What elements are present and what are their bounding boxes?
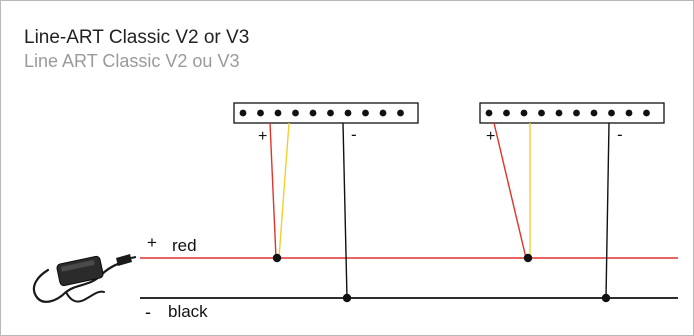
terminal-block-1-plus-label: +	[258, 128, 267, 145]
terminal-pin	[643, 109, 650, 117]
block-1-yellow-wire	[278, 122, 290, 259]
terminal-pin	[292, 109, 299, 117]
junction-dot	[342, 293, 352, 303]
terminal-pin	[503, 109, 510, 117]
terminal-block-2-plus-label: +	[486, 128, 495, 145]
terminal-pin	[538, 109, 545, 117]
terminal-pin	[327, 109, 334, 117]
block-2-red-wire	[493, 122, 527, 259]
adapter-cable-loop	[65, 290, 105, 303]
junction-dot	[601, 293, 611, 303]
terminal-pin	[309, 109, 317, 117]
terminal-pin	[608, 109, 615, 117]
terminal-pin	[520, 109, 528, 117]
adapter-plug	[116, 254, 132, 266]
block-2-black-wire	[605, 122, 610, 299]
terminal-block-2-pins	[485, 109, 650, 117]
red-rail-label: red	[172, 236, 197, 255]
terminal-pin	[590, 109, 598, 117]
terminal-pin	[257, 109, 264, 117]
adapter-plug-tip	[130, 256, 137, 259]
diagram-title: Line-ART Classic V2 or V3	[24, 27, 250, 48]
terminal-pin	[485, 109, 493, 117]
block-1-red-wire	[269, 122, 277, 259]
diagram-subtitle: Line ART Classic V2 ou V3	[24, 51, 240, 71]
terminal-block-2-body	[479, 102, 665, 124]
block-1-black-wire	[342, 122, 348, 299]
power-adapter-icon	[32, 254, 137, 303]
terminal-pin	[555, 109, 563, 117]
terminal-block-1-pins	[239, 109, 404, 117]
terminal-pin	[239, 109, 247, 117]
junction-dot	[523, 253, 533, 263]
red-rail-sign: +	[147, 233, 157, 252]
terminal-pin	[397, 109, 404, 117]
black-rail-sign: -	[145, 302, 151, 322]
terminal-pin	[362, 109, 369, 117]
adapter-brick-highlight	[61, 260, 95, 272]
junction-dot	[272, 253, 282, 263]
terminal-block-2-minus-label: -	[617, 125, 623, 144]
terminal-block-1: + -	[233, 102, 419, 145]
black-rail-label: black	[168, 302, 208, 321]
terminal-block-1-minus-label: -	[351, 125, 357, 144]
terminal-pin	[625, 109, 633, 117]
terminal-pin	[274, 109, 282, 117]
terminal-block-1-body	[233, 102, 419, 124]
terminal-pin	[573, 109, 580, 117]
terminal-pin	[344, 109, 352, 117]
terminal-block-2: + -	[479, 102, 665, 145]
terminal-pin	[379, 109, 387, 117]
